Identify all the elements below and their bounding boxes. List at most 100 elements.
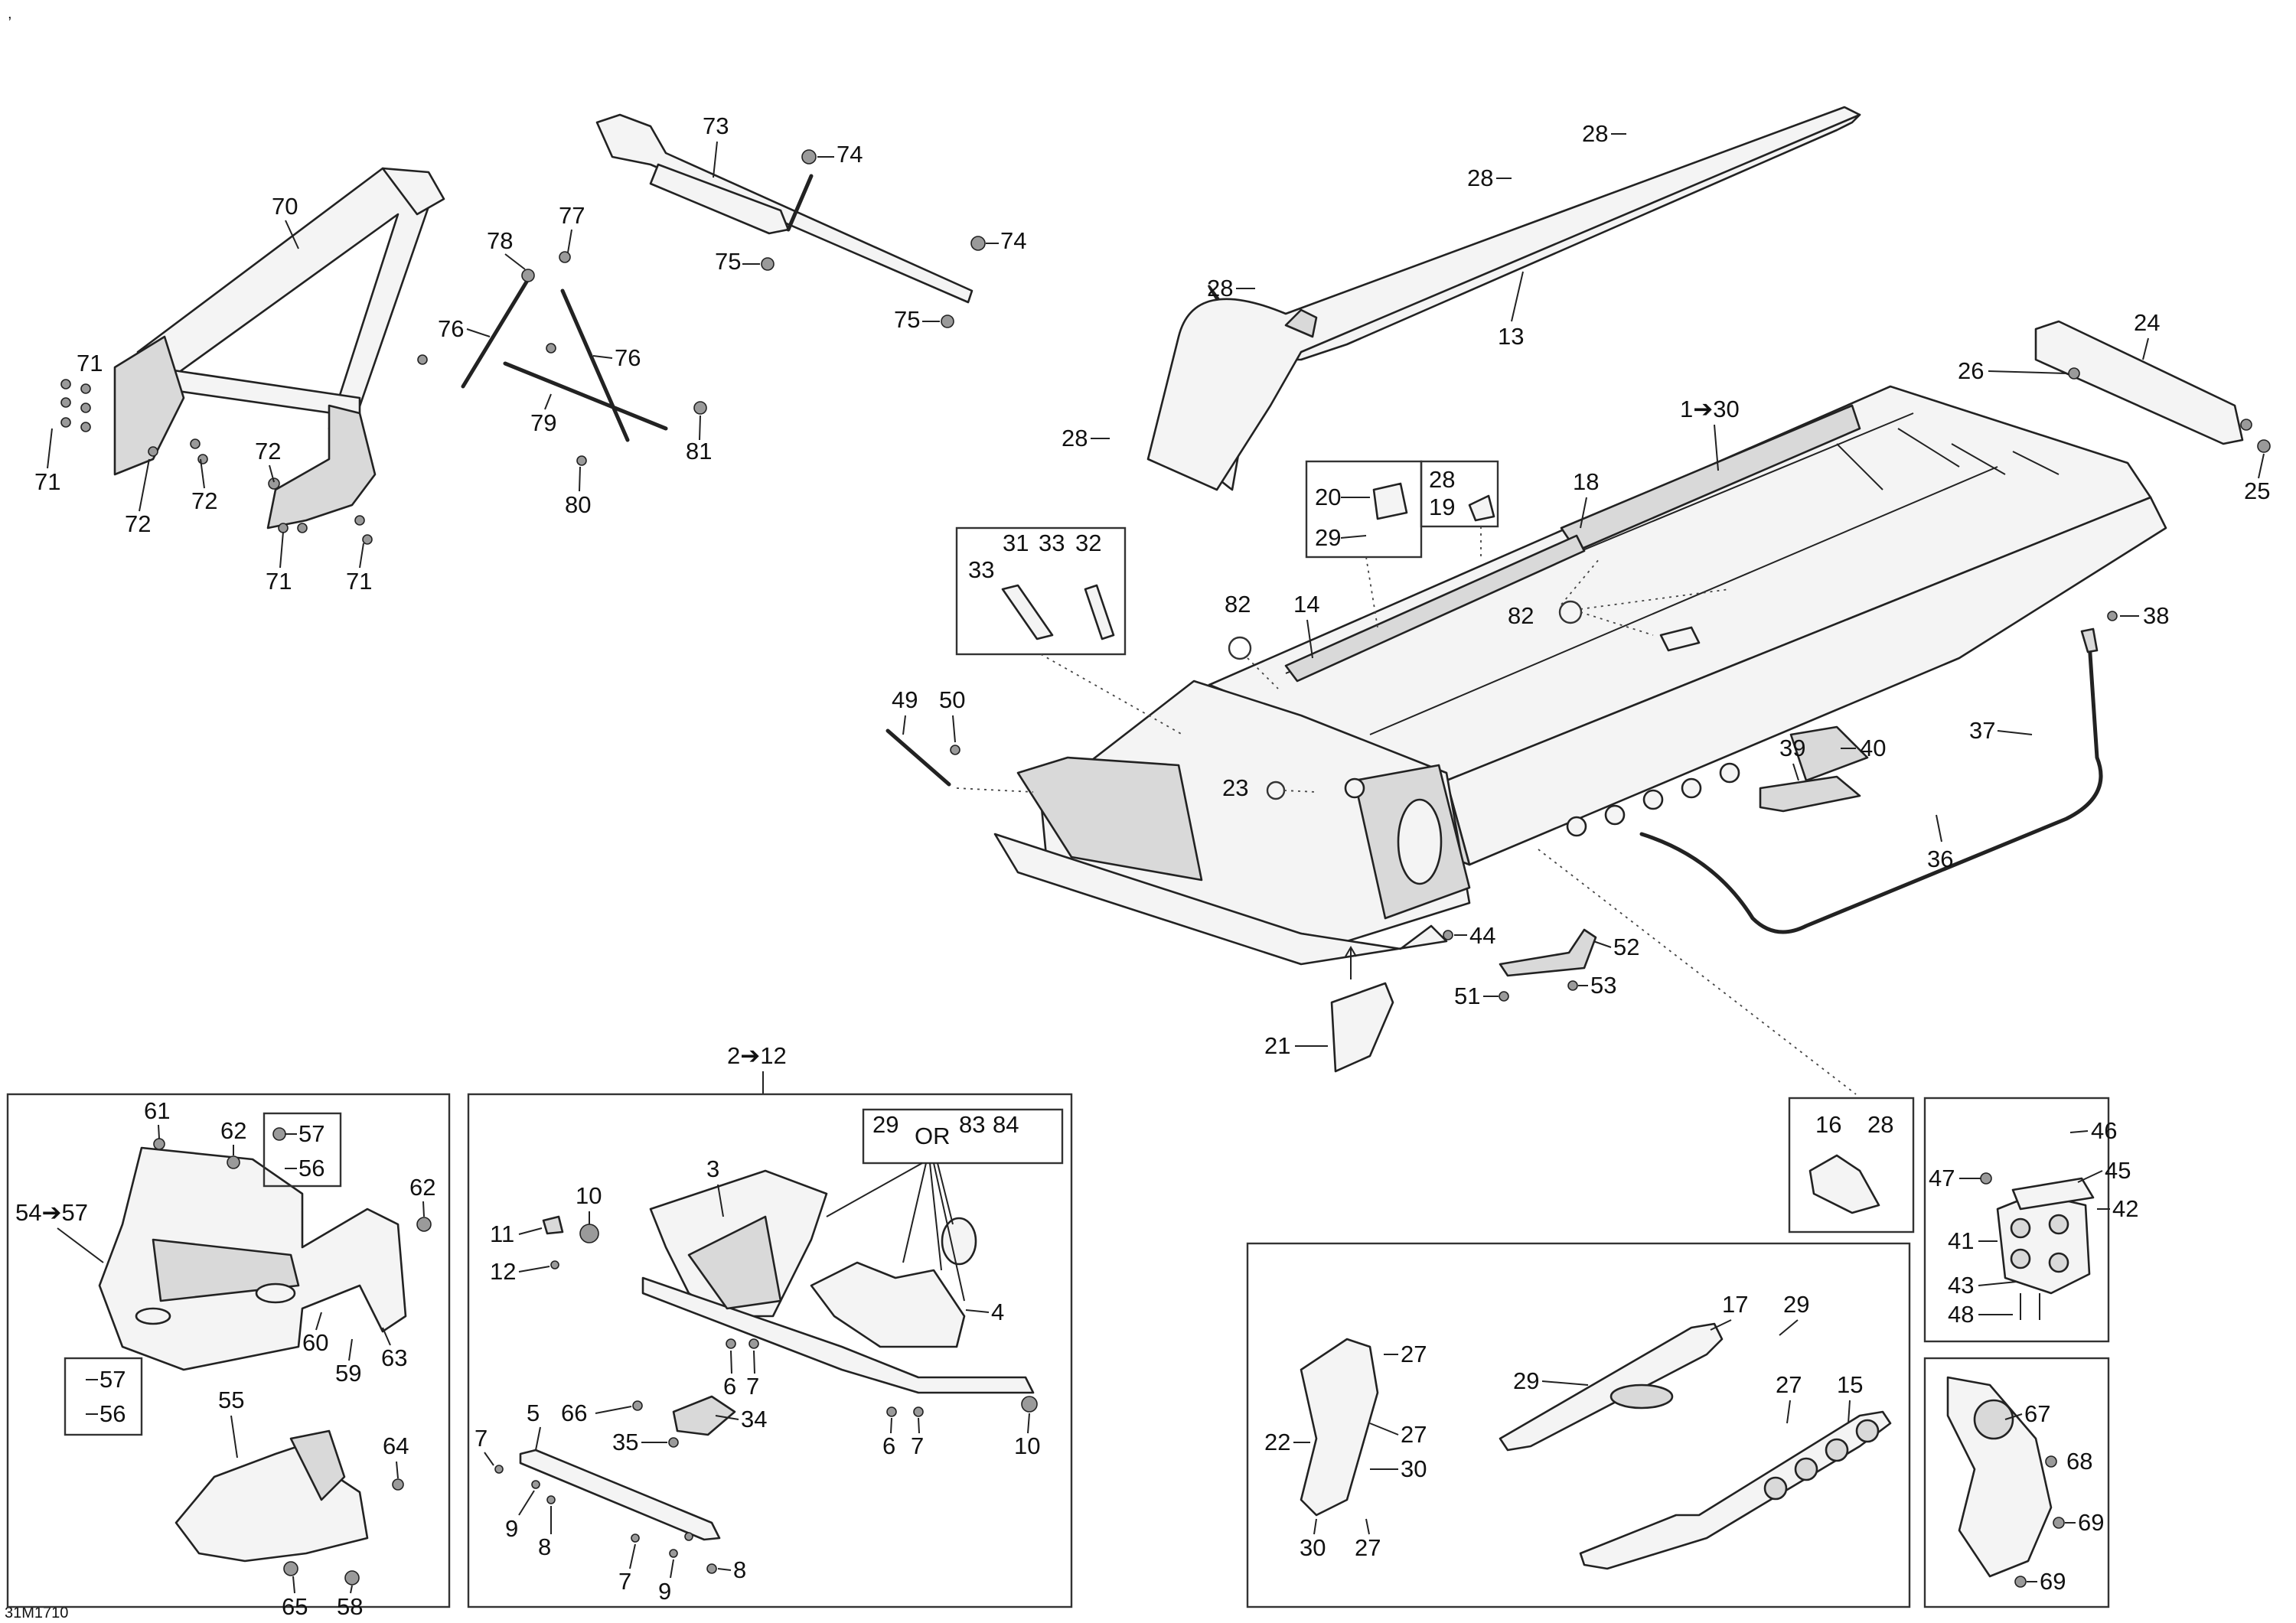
callout-37: 37 <box>1969 717 1995 744</box>
callout-75: 75 <box>894 306 920 333</box>
callout-27: 27 <box>1401 1341 1427 1367</box>
callout-7: 7 <box>911 1432 924 1459</box>
callout-83: 83 <box>959 1111 985 1138</box>
callout-30: 30 <box>1401 1455 1427 1482</box>
callout-28: 28 <box>1467 165 1493 191</box>
callout-29: 29 <box>1315 524 1341 551</box>
callout-34: 34 <box>741 1406 767 1432</box>
callout-78: 78 <box>487 227 513 254</box>
inset-box-2-12 <box>467 1093 1073 1608</box>
callout-48: 48 <box>1948 1301 1974 1328</box>
callout-6: 6 <box>723 1373 736 1400</box>
callout-35: 35 <box>612 1429 638 1455</box>
callout-16: 16 <box>1815 1111 1841 1138</box>
callout-62: 62 <box>220 1117 246 1144</box>
running-board-part <box>1639 611 2118 934</box>
callout-74: 74 <box>1000 227 1026 254</box>
callout-59: 59 <box>335 1360 361 1387</box>
callout-57: 57 <box>99 1366 126 1393</box>
callout-22: 22 <box>1264 1429 1290 1455</box>
callout-74: 74 <box>837 141 863 168</box>
callout-38: 38 <box>2143 602 2169 629</box>
callout-82: 82 <box>1508 602 1534 629</box>
inset-box-15-30 <box>1246 1242 1911 1608</box>
inset-box-54-65 <box>6 1093 451 1608</box>
callout-7: 7 <box>618 1568 631 1595</box>
callout-13: 13 <box>1498 323 1524 350</box>
callout-65: 65 <box>282 1593 308 1620</box>
callout-62: 62 <box>409 1174 435 1201</box>
callout-70: 70 <box>272 193 298 220</box>
callout-21: 21 <box>1264 1032 1290 1059</box>
callout-63: 63 <box>381 1344 407 1371</box>
callout-25: 25 <box>2244 477 2270 504</box>
callout-53: 53 <box>1590 972 1616 999</box>
inset-box-28-19 <box>1420 460 1499 528</box>
callout-69: 69 <box>2040 1568 2066 1595</box>
callout-49: 49 <box>892 686 918 713</box>
callout-56: 56 <box>99 1400 126 1427</box>
callout-8: 8 <box>733 1556 746 1583</box>
inset-box-67-69 <box>1923 1357 2110 1608</box>
callout-73: 73 <box>703 112 729 139</box>
callout-57: 57 <box>298 1120 325 1147</box>
callout-29: 29 <box>1513 1367 1539 1394</box>
callout-31: 31 <box>1003 530 1029 556</box>
callout-67: 67 <box>2024 1400 2050 1427</box>
steering-support-assembly <box>60 167 445 545</box>
callout-30: 30 <box>1300 1534 1326 1561</box>
inset-box-57-56 <box>263 1112 342 1188</box>
callout-36: 36 <box>1927 846 1953 872</box>
callout-61: 61 <box>144 1097 170 1124</box>
callout-58: 58 <box>337 1593 363 1620</box>
callout-9: 9 <box>505 1515 518 1542</box>
callout-46: 46 <box>2091 1117 2117 1144</box>
callout-7: 7 <box>746 1373 759 1400</box>
callout-11: 11 <box>490 1221 514 1247</box>
callout-50: 50 <box>939 686 965 713</box>
inset-box-29-83-84 <box>862 1108 1064 1165</box>
callout-76: 76 <box>615 344 641 371</box>
callout-1-30: 1➔30 <box>1680 396 1740 422</box>
callout-80: 80 <box>565 491 591 518</box>
callout-51: 51 <box>1454 983 1480 1009</box>
inset-box-16-28 <box>1788 1097 1915 1234</box>
callout-55: 55 <box>218 1387 244 1413</box>
rear-bracket-part <box>2034 320 2271 453</box>
callout-68: 68 <box>2066 1448 2092 1475</box>
callout-or: OR <box>915 1123 951 1149</box>
callout-42: 42 <box>2112 1195 2138 1222</box>
corner-mark: , <box>8 5 12 22</box>
callout-10: 10 <box>576 1182 602 1209</box>
callout-71: 71 <box>266 568 292 595</box>
callout-44: 44 <box>1469 922 1495 949</box>
callout-3: 3 <box>706 1155 719 1182</box>
callout-40: 40 <box>1860 735 1886 761</box>
callout-15: 15 <box>1837 1371 1863 1398</box>
callout-33: 33 <box>1039 530 1065 556</box>
callout-10: 10 <box>1014 1432 1040 1459</box>
front-brace-assembly <box>417 251 707 466</box>
callout-76: 76 <box>438 315 464 342</box>
callout-12: 12 <box>490 1258 516 1285</box>
callout-28: 28 <box>1207 275 1233 301</box>
callout-43: 43 <box>1948 1272 1974 1299</box>
callout-71: 71 <box>77 350 103 376</box>
callout-60: 60 <box>302 1329 328 1356</box>
callout-23: 23 <box>1222 774 1248 801</box>
callout-28: 28 <box>1867 1111 1893 1138</box>
callout-66: 66 <box>561 1400 587 1426</box>
callout-17: 17 <box>1722 1291 1748 1318</box>
callout-75: 75 <box>715 248 741 275</box>
callout-29: 29 <box>872 1111 899 1138</box>
inset-box-41-48 <box>1923 1097 2110 1343</box>
callout-20: 20 <box>1315 484 1341 510</box>
steering-arm-assembly <box>595 113 986 328</box>
callout-45: 45 <box>2105 1157 2131 1184</box>
callout-29: 29 <box>1783 1291 1809 1318</box>
callout-2-12: 2➔12 <box>727 1042 787 1069</box>
callout-7: 7 <box>475 1425 488 1452</box>
callout-47: 47 <box>1929 1165 1955 1191</box>
callout-8: 8 <box>538 1533 551 1560</box>
